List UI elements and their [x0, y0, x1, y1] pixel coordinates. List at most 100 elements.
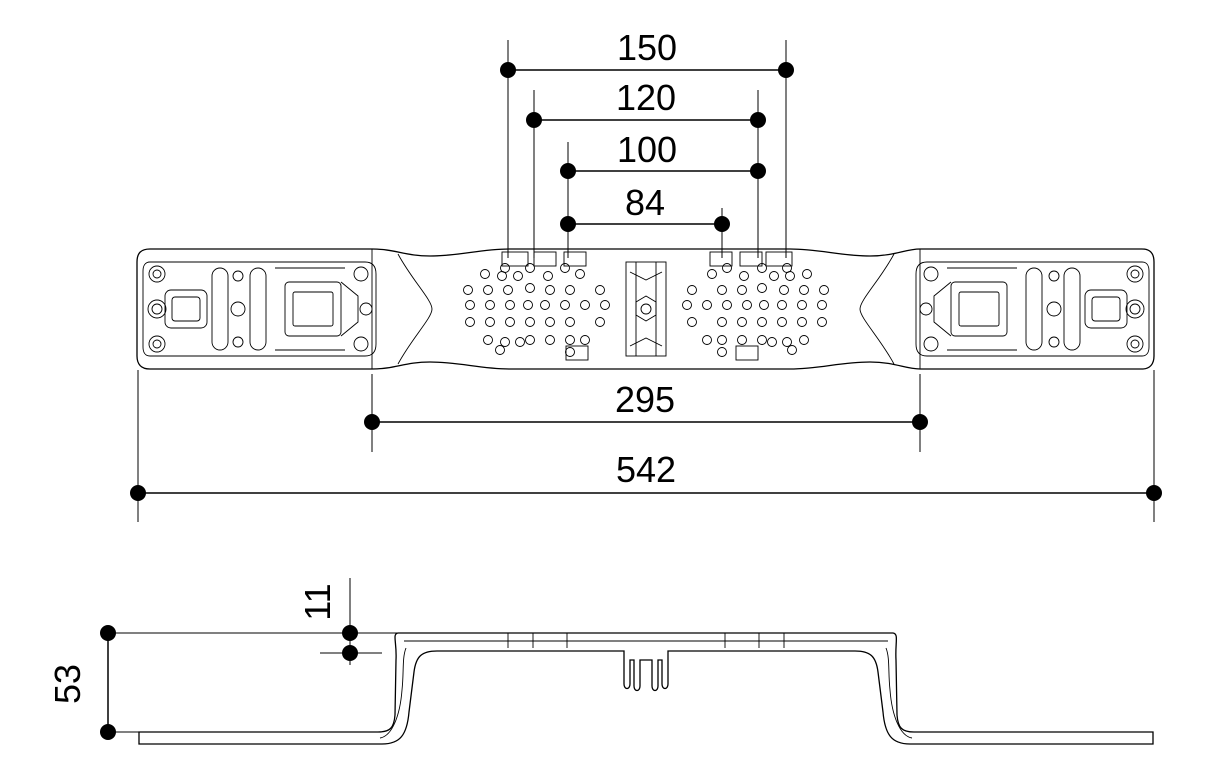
hole	[737, 335, 747, 345]
hole	[717, 335, 727, 345]
hole	[737, 285, 747, 295]
side-view	[138, 632, 1154, 745]
hole	[785, 271, 795, 281]
hole	[525, 263, 535, 273]
hole	[560, 300, 570, 310]
hole	[515, 337, 525, 347]
hole	[497, 271, 507, 281]
dimension-11: 11	[108, 578, 400, 665]
hole	[560, 263, 570, 273]
dimension-100-label: 100	[617, 129, 677, 170]
hole	[757, 263, 767, 273]
dimension-84-label: 84	[625, 182, 665, 223]
hole	[687, 317, 697, 327]
hole	[485, 300, 495, 310]
hole	[769, 271, 779, 281]
hole	[595, 317, 605, 327]
hole	[817, 317, 827, 327]
dimension-542: 542	[130, 449, 1162, 501]
hole	[777, 300, 787, 310]
hole	[737, 317, 747, 327]
top-view-outline	[136, 248, 1155, 370]
hole	[742, 300, 752, 310]
hole	[525, 335, 535, 345]
hole	[545, 285, 555, 295]
hole	[819, 285, 829, 295]
hole	[799, 335, 809, 345]
hole	[540, 300, 550, 310]
hole	[500, 337, 510, 347]
hole	[465, 300, 475, 310]
hole	[565, 317, 575, 327]
hole	[463, 285, 473, 295]
hole	[525, 317, 535, 327]
hole	[523, 300, 533, 310]
hole	[767, 337, 777, 347]
dimension-53-label: 53	[47, 664, 88, 704]
dimension-120-label: 120	[616, 77, 676, 118]
hole	[717, 347, 727, 357]
dimension-150: 150	[500, 27, 794, 78]
hole	[717, 285, 727, 295]
hole	[702, 335, 712, 345]
hole	[682, 300, 692, 310]
hole	[495, 345, 505, 355]
hole	[565, 285, 575, 295]
dimension-542-label: 542	[616, 449, 676, 490]
hole	[779, 285, 789, 295]
hole	[802, 269, 812, 279]
hole	[777, 317, 787, 327]
side-view-outline	[138, 632, 1154, 745]
dimensions: 150 120 100 84	[47, 27, 1162, 740]
hole	[580, 335, 590, 345]
hole	[483, 335, 493, 345]
hole	[739, 271, 749, 281]
hole	[545, 335, 555, 345]
hole	[505, 300, 515, 310]
dimension-120: 120	[526, 77, 766, 128]
dimension-84: 84	[560, 182, 730, 232]
left-end-cap	[142, 261, 377, 357]
hole	[817, 300, 827, 310]
dimension-295: 295	[364, 379, 928, 430]
hole	[702, 300, 712, 310]
hole	[782, 337, 792, 347]
dimension-11-label: 11	[297, 583, 338, 620]
hole	[799, 285, 809, 295]
dimension-150-label: 150	[617, 27, 677, 68]
hole	[759, 300, 769, 310]
hole	[565, 347, 575, 357]
hole	[757, 317, 767, 327]
right-end-cap	[915, 261, 1150, 357]
hole-pattern	[463, 263, 829, 357]
hole	[503, 285, 513, 295]
center-hub	[625, 261, 667, 357]
hole	[722, 263, 732, 273]
hole	[513, 271, 523, 281]
hole	[797, 317, 807, 327]
hole	[787, 345, 797, 355]
hole	[757, 283, 767, 293]
hole	[525, 283, 535, 293]
hole	[565, 335, 575, 345]
hole	[595, 285, 605, 295]
hole	[797, 300, 807, 310]
hole	[545, 317, 555, 327]
hole	[575, 269, 585, 279]
hole	[707, 269, 717, 279]
dimension-295-label: 295	[615, 379, 675, 420]
hole	[717, 317, 727, 327]
dimension-53: 53	[47, 625, 139, 740]
hole	[580, 300, 590, 310]
hole	[485, 317, 495, 327]
hole	[757, 335, 767, 345]
hole	[600, 300, 610, 310]
hole	[505, 317, 515, 327]
dimension-100: 100	[560, 129, 766, 179]
hole	[483, 285, 493, 295]
hole	[687, 285, 697, 295]
hole	[480, 269, 490, 279]
hole	[543, 271, 553, 281]
top-view	[136, 248, 1155, 370]
